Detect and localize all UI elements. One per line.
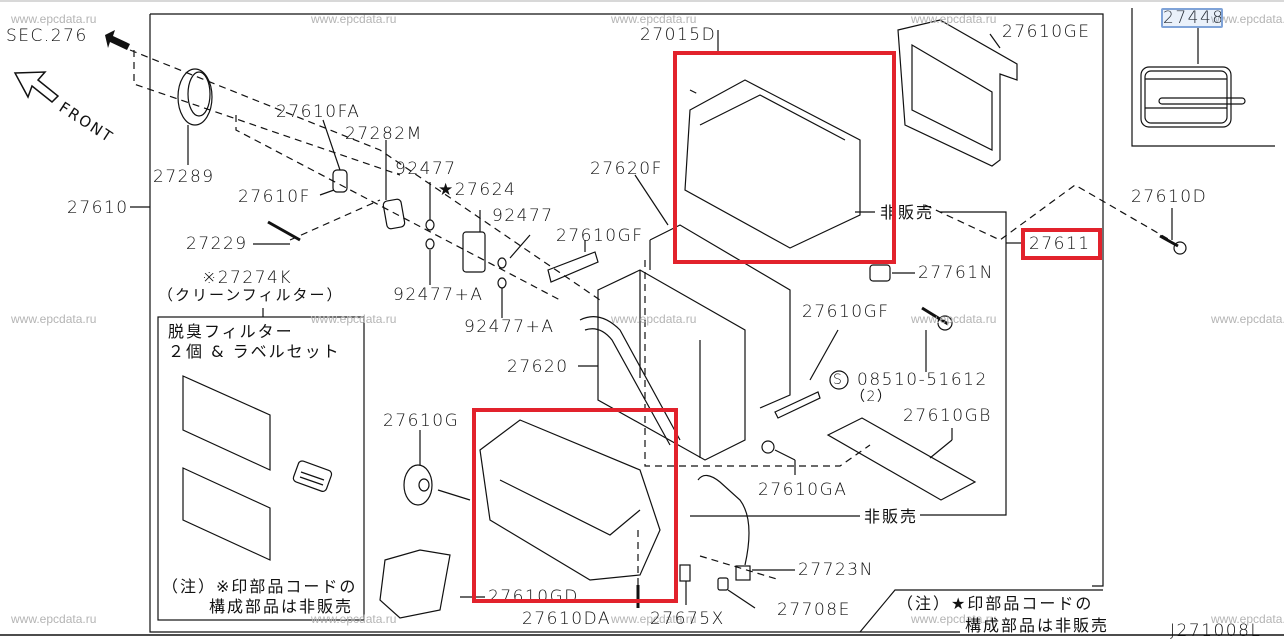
part-label-92477-a[interactable]: 92477+A	[464, 317, 555, 337]
part-label-27624[interactable]: ★27624	[438, 180, 517, 200]
part-label-27610G[interactable]: 27610G	[383, 411, 460, 431]
screw-symbol-label: S	[833, 372, 842, 388]
filter-box-note: 構成部品は非販売	[209, 597, 354, 616]
watermark: www.epcdata.ru	[311, 12, 397, 26]
main-frame	[149, 13, 1104, 633]
part-label-27610DA[interactable]: 27610DA	[522, 609, 612, 629]
watermark: www.epcdata.ru	[911, 612, 997, 626]
part-label-27611[interactable]: 27611	[1029, 234, 1091, 254]
part-quantity: （2）	[851, 389, 893, 405]
front-label: FRONT	[56, 98, 117, 146]
watermark: www.epcdata.ru	[911, 12, 997, 26]
part-label-27289[interactable]: 27289	[153, 167, 215, 187]
watermark: www.epcdata.ru	[611, 612, 697, 626]
part-label-08510-51612[interactable]: 08510-51612	[857, 370, 988, 390]
sec-arrow-icon	[105, 30, 130, 50]
part-label-27610[interactable]: 27610	[67, 198, 129, 218]
part-label-27610GE[interactable]: 27610GE	[1002, 22, 1091, 42]
part-label-27015D[interactable]: 27015D	[640, 25, 717, 45]
part-label-27610F[interactable]: 27610F	[238, 187, 311, 207]
part-label-27610GB[interactable]: 27610GB	[903, 406, 992, 426]
watermark: www.epcdata.ru	[311, 312, 397, 326]
highlight-box-27611[interactable]	[1021, 228, 1102, 260]
watermark: www.epcdata.ru	[1211, 312, 1284, 326]
highlight-box-27015D[interactable]	[673, 51, 896, 264]
watermark: www.epcdata.ru	[11, 312, 97, 326]
inset-frame	[1131, 8, 1275, 147]
filter-box-subtitle: ２個 & ラベルセット	[168, 342, 341, 361]
watermark: www.epcdata.ru	[611, 312, 697, 326]
watermark: www.epcdata.ru	[1211, 612, 1284, 626]
watermark: www.epcdata.ru	[611, 12, 697, 26]
part-label-27723N[interactable]: 27723N	[798, 560, 874, 580]
part-label-27282M[interactable]: 27282M	[345, 124, 423, 144]
part-label-27708E[interactable]: 27708E	[777, 600, 851, 620]
highlight-box-27610GD[interactable]	[472, 408, 678, 603]
footer-diagonal	[859, 589, 1103, 633]
part-label-27610GF[interactable]: 27610GF	[556, 226, 644, 246]
grommet-27289	[177, 68, 213, 126]
top-border	[0, 0, 1284, 2]
filter-box-frame	[157, 316, 365, 621]
watermark: www.epcdata.ru	[311, 612, 397, 626]
part-label-27610FA[interactable]: 27610FA	[276, 102, 361, 122]
watermark: www.epcdata.ru	[11, 612, 97, 626]
part-label-27274K-description: （クリーンフィルター）	[158, 286, 344, 304]
seal-frame-27610GE	[897, 19, 1018, 167]
part-label-27675X[interactable]: 27675X	[650, 609, 725, 629]
part-label-27620F[interactable]: 27620F	[590, 159, 663, 179]
diagram-code: J271008L	[1170, 621, 1262, 641]
part-label-27448[interactable]: 27448	[1163, 8, 1225, 28]
part-label-27274K[interactable]: ※27274K	[202, 268, 292, 288]
part-label-27610GF[interactable]: 27610GF	[802, 302, 890, 322]
part-label-27610D[interactable]: 27610D	[1131, 187, 1208, 207]
emblem-27448	[1140, 66, 1232, 128]
watermark: www.epcdata.ru	[1211, 12, 1284, 26]
filter-box-title: 脱臭フィルター	[168, 322, 294, 341]
not-for-sale-label: 非販売	[864, 507, 919, 526]
section-reference-link[interactable]: SEC.276	[6, 26, 88, 46]
footer-note: 構成部品は非販売	[965, 616, 1110, 635]
screw-symbol-icon	[829, 370, 849, 390]
front-arrow-icon	[13, 71, 60, 104]
part-label-27761N[interactable]: 27761N	[918, 263, 994, 283]
watermark: www.epcdata.ru	[911, 312, 997, 326]
filter-box-note: （注）※印部品コードの	[162, 577, 358, 596]
part-label-27620[interactable]: 27620	[507, 357, 569, 377]
part-label-92477[interactable]: 92477	[492, 206, 554, 226]
part-label-27610GA[interactable]: 27610GA	[758, 480, 848, 500]
footer-note: （注）★印部品コードの	[897, 594, 1094, 613]
selected-part-highlight[interactable]	[1161, 8, 1223, 28]
sheet-27610GB	[826, 417, 977, 501]
watermark: www.epcdata.ru	[11, 12, 97, 26]
part-label-92477-a[interactable]: 92477+A	[393, 285, 484, 305]
part-label-92477[interactable]: 92477	[395, 159, 457, 179]
part-label-27229[interactable]: 27229	[186, 234, 248, 254]
